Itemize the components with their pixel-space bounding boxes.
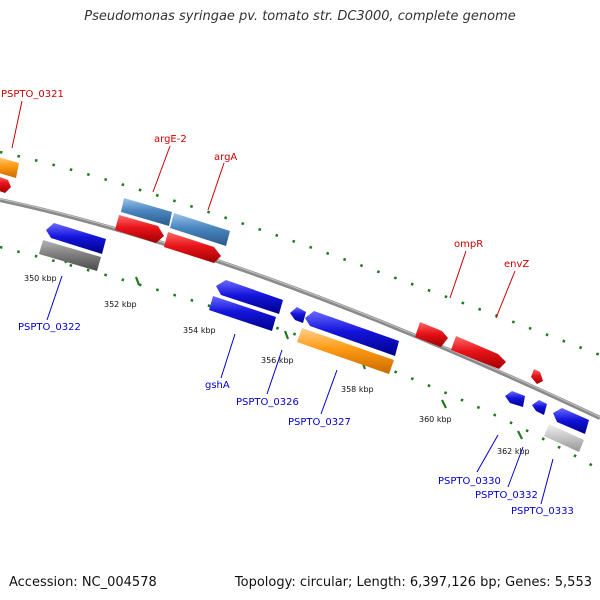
gene-forward[interactable] — [115, 215, 164, 243]
gene-label-PSPTO_0327: PSPTO_0327 — [288, 417, 351, 428]
leader-PSPTO_0321 — [11, 100, 23, 149]
scale-label: 362 kbp — [497, 447, 530, 456]
gene-label-PSPTO_0326: PSPTO_0326 — [236, 397, 299, 408]
gene-gshA[interactable] — [209, 296, 276, 331]
gene-reverse[interactable] — [305, 311, 399, 356]
label-leaders — [11, 100, 554, 505]
gene-PSPTO_0332[interactable] — [532, 400, 547, 415]
leader-PSPTO_0333 — [540, 458, 554, 505]
gene-label-PSPTO_0333: PSPTO_0333 — [511, 506, 574, 517]
leader-ompR — [449, 250, 467, 299]
genome-backbone — [0, 197, 600, 420]
scale-tick — [283, 330, 290, 340]
gene-PSPTO_0321[interactable] — [0, 156, 19, 178]
gene-PSPTO_0333[interactable] — [544, 424, 584, 452]
leader-gshA — [220, 333, 236, 379]
inner-tick-track — [0, 245, 600, 472]
genome-stats-label: Topology: circular; Length: 6,397,126 bp… — [234, 575, 592, 590]
outer-tick-track — [0, 150, 600, 357]
gene-labels: PSPTO_0321 argE-2 argA ompR envZ PSPTO_0… — [1, 89, 574, 517]
gene-label-gshA: gshA — [205, 380, 230, 391]
scale-tick — [441, 399, 447, 409]
gene-reverse[interactable] — [216, 280, 283, 314]
gene-PSPTO_0330[interactable] — [505, 391, 525, 407]
gene-forward[interactable] — [164, 232, 221, 263]
leader-envZ — [495, 270, 516, 319]
scale-label: 354 kbp — [183, 326, 216, 335]
leader-PSPTO_0322 — [46, 275, 63, 321]
gene-forward[interactable] — [531, 369, 543, 384]
gene-label-argA: argA — [214, 152, 237, 163]
scale-label: 360 kbp — [419, 415, 452, 424]
gene-reverse[interactable] — [46, 223, 106, 254]
map-title: Pseudomonas syringae pv. tomato str. DC3… — [84, 9, 516, 24]
leader-argA — [207, 162, 225, 211]
gene-reverse[interactable] — [553, 408, 589, 434]
forward-genes — [0, 156, 543, 384]
leader-PSPTO_0330 — [476, 434, 499, 473]
gene-label-PSPTO_0330: PSPTO_0330 — [438, 476, 501, 487]
gene-argA[interactable] — [170, 213, 230, 246]
genome-backbone-highlight — [0, 198, 600, 418]
gene-label-envZ: envZ — [504, 259, 529, 270]
gene-ompR[interactable] — [415, 322, 448, 347]
gene-label-PSPTO_0332: PSPTO_0332 — [475, 490, 538, 501]
gene-label-PSPTO_0321: PSPTO_0321 — [1, 89, 64, 100]
scale-labels: 350 kbp 352 kbp 354 kbp 356 kbp 358 kbp … — [24, 274, 530, 456]
scale-tick — [134, 276, 141, 286]
leader-PSPTO_0327 — [320, 369, 338, 415]
scale-tick — [517, 430, 523, 440]
leader-PSPTO_0332 — [507, 446, 524, 488]
gene-envZ[interactable] — [451, 336, 506, 369]
leader-argE-2 — [152, 145, 171, 193]
reverse-genes — [39, 223, 589, 452]
gene-forward[interactable] — [0, 175, 11, 193]
gene-label-PSPTO_0322: PSPTO_0322 — [18, 322, 81, 333]
gene-PSPTO_0326[interactable] — [290, 307, 306, 323]
scale-label: 350 kbp — [24, 274, 57, 283]
scale-label: 358 kbp — [341, 385, 374, 394]
gene-PSPTO_0322[interactable] — [39, 240, 101, 271]
gene-argE-2[interactable] — [121, 198, 172, 226]
leader-PSPTO_0326 — [266, 349, 283, 395]
gene-label-argE-2: argE-2 — [154, 134, 187, 145]
scale-label: 352 kbp — [104, 300, 137, 309]
gene-PSPTO_0327[interactable] — [297, 328, 394, 374]
accession-label: Accession: NC_004578 — [9, 575, 157, 590]
gene-label-ompR: ompR — [454, 239, 483, 250]
scale-label: 356 kbp — [261, 356, 294, 365]
